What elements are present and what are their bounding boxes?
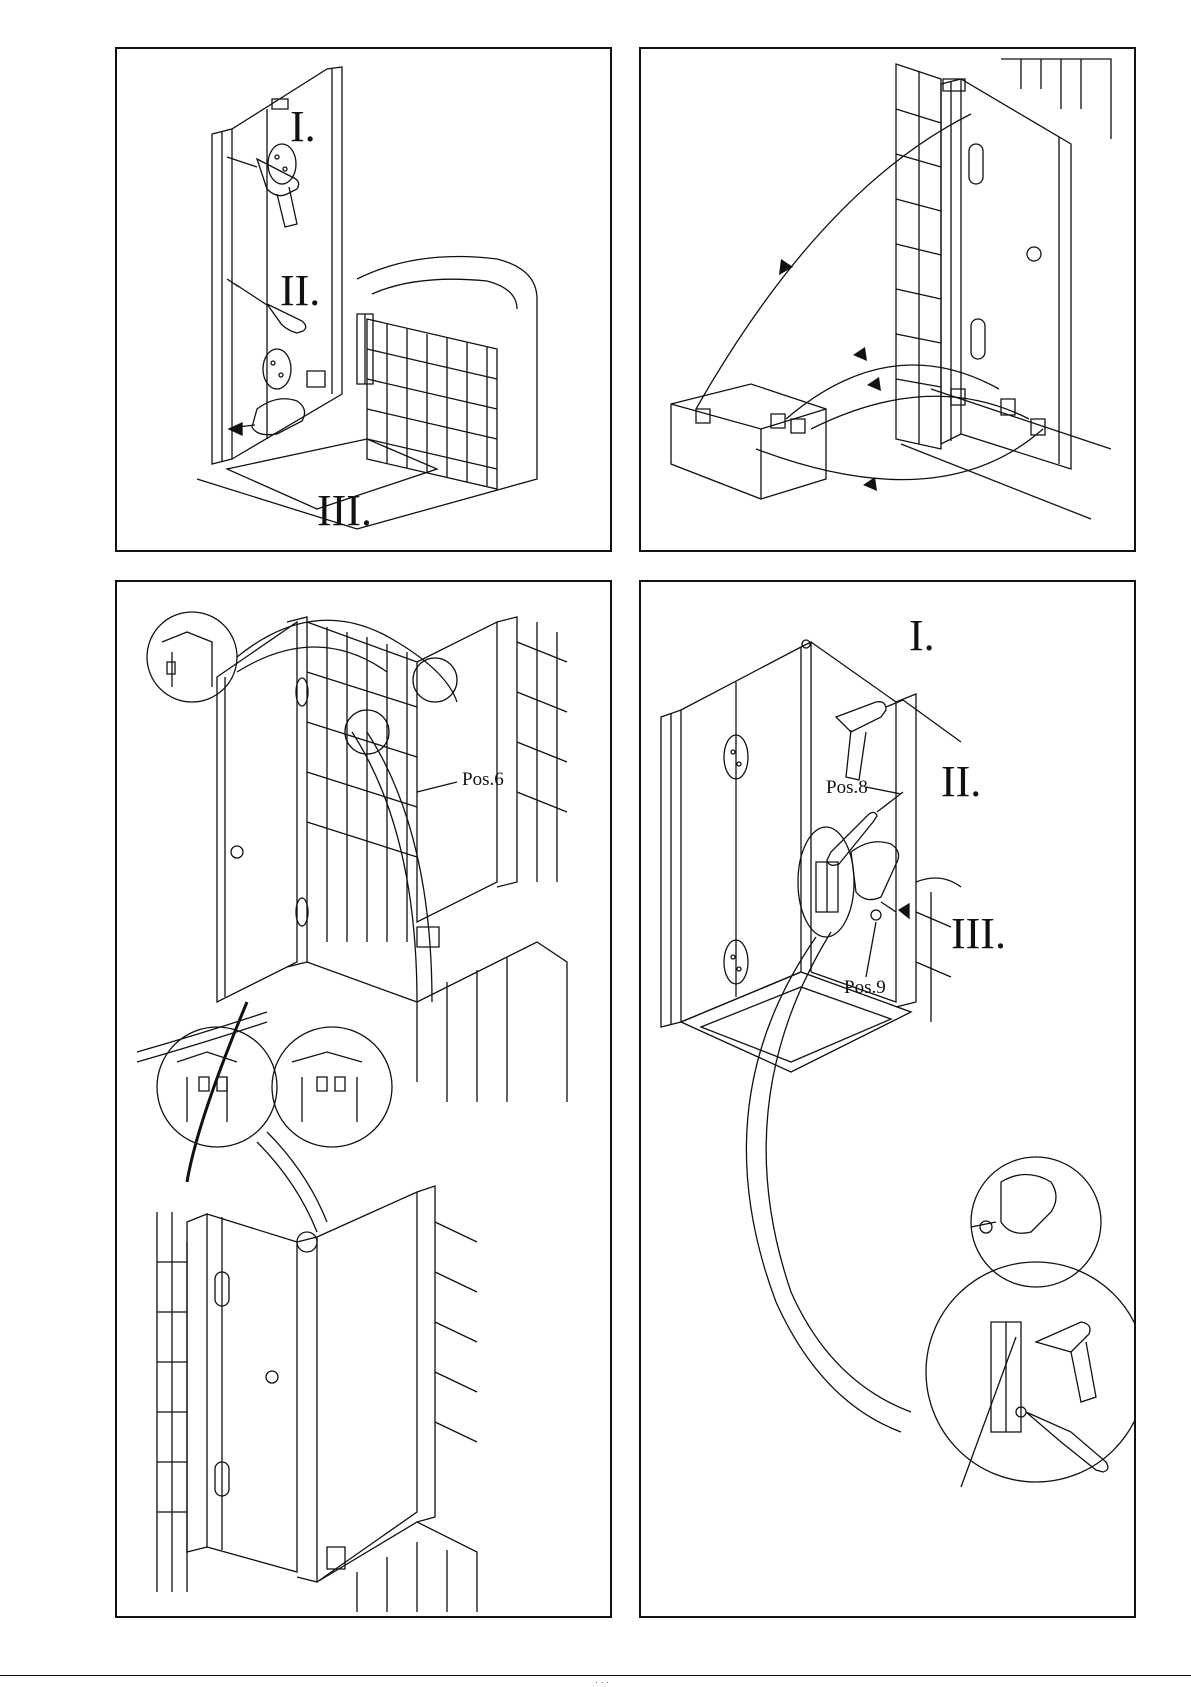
detail-circle-right — [272, 1027, 392, 1147]
footer-rule — [0, 1675, 1191, 1676]
upper-shower — [217, 617, 567, 1102]
pos9-label: Pos.9 — [844, 978, 886, 997]
detail-ellipse-profile — [798, 827, 854, 937]
footer-mark: · · · — [595, 1677, 609, 1687]
assembled-door — [207, 1214, 297, 1572]
arrow-top — [696, 114, 971, 409]
drill-leader — [903, 700, 961, 742]
hand-icon — [851, 842, 899, 900]
panel-1-fixing-hinges: I. II. III. — [115, 47, 612, 552]
pos6-leader — [417, 782, 457, 792]
door-knob — [231, 846, 243, 858]
wall-tiles — [896, 59, 1111, 449]
detail-leader — [746, 937, 901, 1432]
hand-icon — [252, 399, 305, 435]
drill-icon — [836, 702, 886, 732]
panel-1-drawing — [117, 49, 612, 552]
panel-4-fixing-corner: I. II. III. Pos.8 Pos.9 — [639, 580, 1136, 1618]
detail-circle-upper — [971, 1157, 1101, 1287]
panel-3-drawing — [117, 582, 612, 1618]
door-knob-lower — [266, 1371, 278, 1383]
panel-4-drawing — [641, 582, 1136, 1618]
panel-3-seal-installation: Pos.6 — [115, 580, 612, 1618]
door-knob — [1027, 247, 1041, 261]
drill-icon — [257, 159, 299, 196]
step-label-2: II. — [941, 760, 981, 804]
screwdriver-icon-detail — [1026, 1412, 1108, 1472]
hand-icon-detail — [1001, 1175, 1056, 1234]
seal-strip — [137, 1012, 267, 1052]
wall-tiles — [367, 319, 497, 489]
glass-panel — [232, 67, 342, 459]
right-glass — [811, 642, 896, 1002]
hinge-lower — [971, 319, 985, 359]
step-label-1: I. — [290, 105, 316, 149]
arrow-bottom — [756, 429, 1043, 480]
detail-circle-lower — [926, 1262, 1136, 1482]
step-label-3: III. — [317, 489, 372, 533]
lower-shower — [157, 1186, 477, 1612]
arrowhead-mid-1 — [853, 347, 867, 361]
step-label-2: II. — [280, 269, 320, 313]
arrow-mid-2 — [811, 396, 1029, 429]
detail-leader-bottom — [961, 1337, 1016, 1487]
drill-icon-detail — [1036, 1322, 1090, 1352]
step-label-1: I. — [909, 614, 935, 658]
panel-2-parts-return — [639, 47, 1136, 552]
arrowhead-bottom — [863, 477, 877, 491]
step-label-3: III. — [951, 912, 1006, 956]
pos8-label: Pos.8 — [826, 778, 868, 797]
pos6-label: Pos.6 — [462, 770, 504, 789]
left-glass — [681, 647, 801, 1022]
tray-rim — [372, 279, 517, 309]
detail-circle-top — [147, 612, 237, 702]
corner-shower — [661, 640, 961, 1072]
panel-2-drawing — [641, 49, 1136, 552]
detail-leader-2 — [257, 1142, 317, 1232]
open-door — [217, 622, 297, 1002]
pos9-leader — [866, 922, 876, 977]
arrowhead-mid-2 — [867, 377, 881, 391]
parts-box — [671, 384, 826, 499]
hinge-upper — [969, 144, 983, 184]
